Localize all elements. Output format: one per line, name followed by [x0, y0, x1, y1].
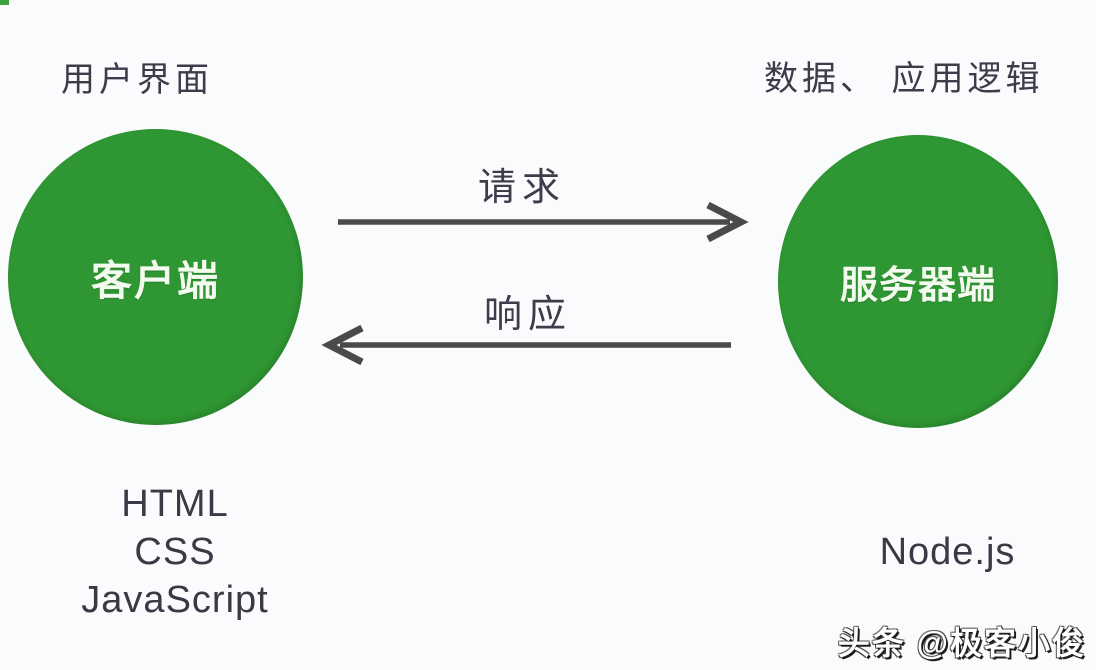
tech-item-javascript: JavaScript [81, 579, 269, 621]
tech-item-nodejs: Node.js [879, 531, 1016, 573]
tech-item-css: CSS [134, 531, 216, 573]
server-node-label: 服务器端 [839, 265, 996, 307]
response-label: 响应 [484, 294, 573, 336]
server-tech-stack: Node.js [800, 528, 1095, 576]
server-region-label: 数据、 应用逻辑 [764, 60, 1044, 98]
client-node-circle: 客户端 [8, 129, 303, 425]
response-arrow [321, 324, 731, 366]
client-node-label: 客户端 [91, 258, 220, 304]
server-node-circle: 服务器端 [778, 135, 1058, 428]
request-label: 请求 [478, 167, 567, 209]
request-arrow [338, 201, 749, 243]
tech-item-html: HTML [121, 483, 229, 525]
client-tech-stack: HTML CSS JavaScript [30, 480, 320, 624]
corner-artifact [0, 0, 9, 5]
client-region-label: 用户界面 [61, 61, 213, 99]
watermark: 头条 @极客小俊 [837, 625, 1086, 661]
